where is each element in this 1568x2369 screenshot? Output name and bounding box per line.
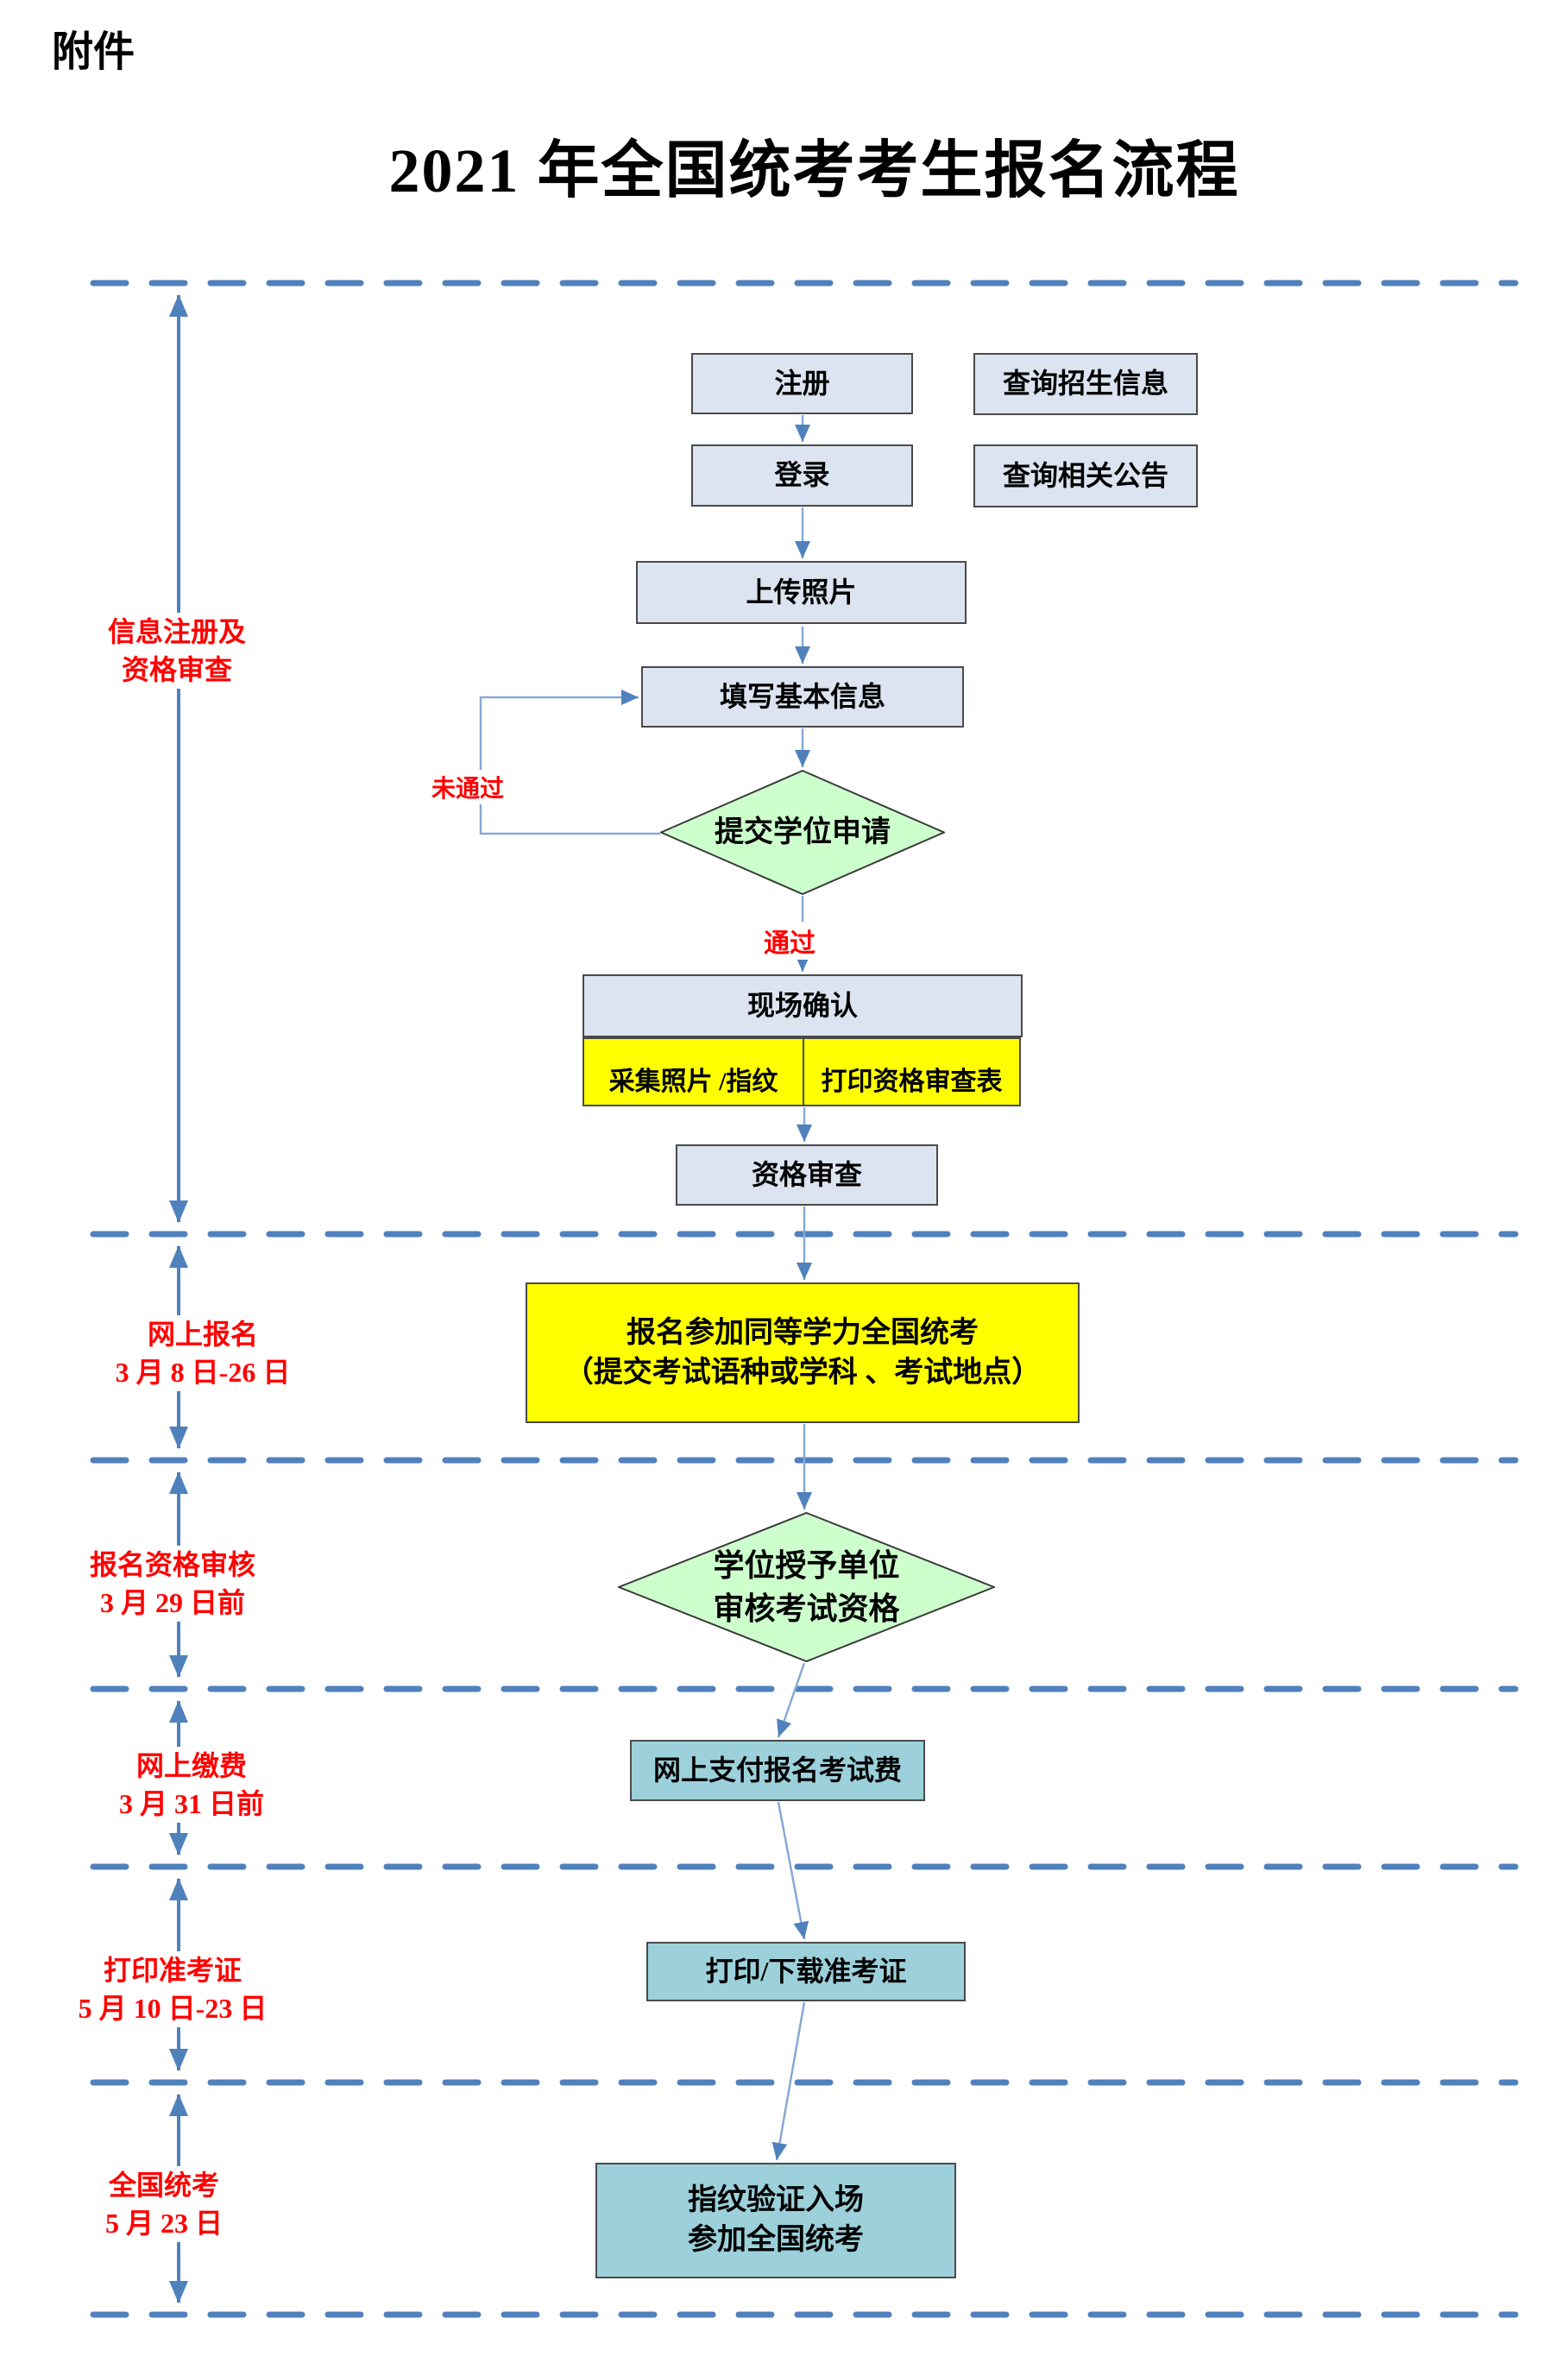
section-label-registration: 信息注册及 资格审查 <box>47 613 306 689</box>
degree-unit-review-line1: 学位授予单位 <box>713 1547 900 1583</box>
section-date: 5 月 10 日-23 日 <box>78 1993 268 2024</box>
diamond-shape <box>660 770 945 895</box>
section-title: 报名资格审核 <box>89 1549 255 1580</box>
diamond-shape <box>618 1512 995 1662</box>
section-date: 3 月 8 日-26 日 <box>115 1357 291 1388</box>
label-pass: 通过 <box>764 922 815 960</box>
node-print-admission-ticket: 打印/下载准考证 <box>646 1942 966 2001</box>
node-query-admission-info: 查询招生信息 <box>973 353 1198 415</box>
fail-loop-connector <box>479 690 660 835</box>
degree-unit-review-line2: 审核考试资格 <box>713 1591 900 1626</box>
label-fail: 未通过 <box>431 770 505 804</box>
section-label-online-payment: 网上缴费 3 月 31 日前 <box>62 1747 321 1823</box>
node-pay-online: 网上支付报名考试费 <box>630 1740 925 1801</box>
section-label-qualification-check: 报名资格审核 3 月 29 日前 <box>43 1546 302 1622</box>
section-label-online-signup: 网上报名 3 月 8 日-26 日 <box>73 1315 332 1391</box>
node-query-announcements: 查询相关公告 <box>973 444 1198 507</box>
fingerprint-entry-line2: 参加全国统考 <box>688 2224 864 2256</box>
node-fill-basic-info: 填写基本信息 <box>641 666 964 728</box>
cell-print-qualification-form: 打印资格审查表 <box>803 1037 1021 1106</box>
node-upload-photo: 上传照片 <box>636 561 967 624</box>
section-title-line2: 资格审查 <box>121 654 232 685</box>
section-label-print-ticket: 打印准考证 5 月 10 日-23 日 <box>43 1951 302 2027</box>
section-date: 3 月 29 日前 <box>99 1587 245 1618</box>
decision-label: 学位授予单位 审核考试资格 <box>618 1512 995 1662</box>
section-title: 网上报名 <box>147 1319 258 1350</box>
page-title: 2021 年全国统考考生报名流程 <box>388 136 1240 205</box>
node-fingerprint-entry: 指纹验证入场 参加全国统考 <box>595 2163 956 2278</box>
decision-submit-degree-application: 提交学位申请 <box>660 770 945 895</box>
node-register: 注册 <box>691 353 913 414</box>
section-label-national-exam: 全国统考 5 月 23 日 <box>35 2166 293 2242</box>
node-register-national-exam: 报名参加同等学力全国统考 （提交考试语种或学科 、考试地点） <box>526 1282 1080 1423</box>
node-onsite-confirmation: 现场确认 <box>582 974 1023 1037</box>
cell-collect-photo-fingerprint: 采集照片 /指纹 <box>582 1037 804 1106</box>
node-login: 登录 <box>691 444 913 507</box>
node-qualification-review: 资格审查 <box>676 1144 938 1206</box>
section-title: 打印准考证 <box>103 1955 242 1986</box>
section-title: 全国统考 <box>108 2170 219 2201</box>
onsite-confirmation-subcells: 采集照片 /指纹 打印资格审查表 <box>582 1037 1023 1106</box>
section-title: 网上缴费 <box>135 1750 247 1781</box>
decision-degree-unit-review: 学位授予单位 审核考试资格 <box>618 1512 995 1662</box>
section-title: 信息注册及 <box>107 616 246 647</box>
section-date: 3 月 31 日前 <box>118 1788 264 1819</box>
register-national-exam-line2: （提交考试语种或学科 、考试地点） <box>564 1356 1042 1389</box>
section-date: 5 月 23 日 <box>104 2208 223 2239</box>
step-connectors <box>479 415 812 2161</box>
fingerprint-entry-line1: 指纹验证入场 <box>688 2184 864 2217</box>
attachment-label: 附件 <box>52 29 135 75</box>
register-national-exam-line1: 报名参加同等学力全国统考 <box>627 1316 979 1349</box>
decision-label: 提交学位申请 <box>715 816 891 848</box>
